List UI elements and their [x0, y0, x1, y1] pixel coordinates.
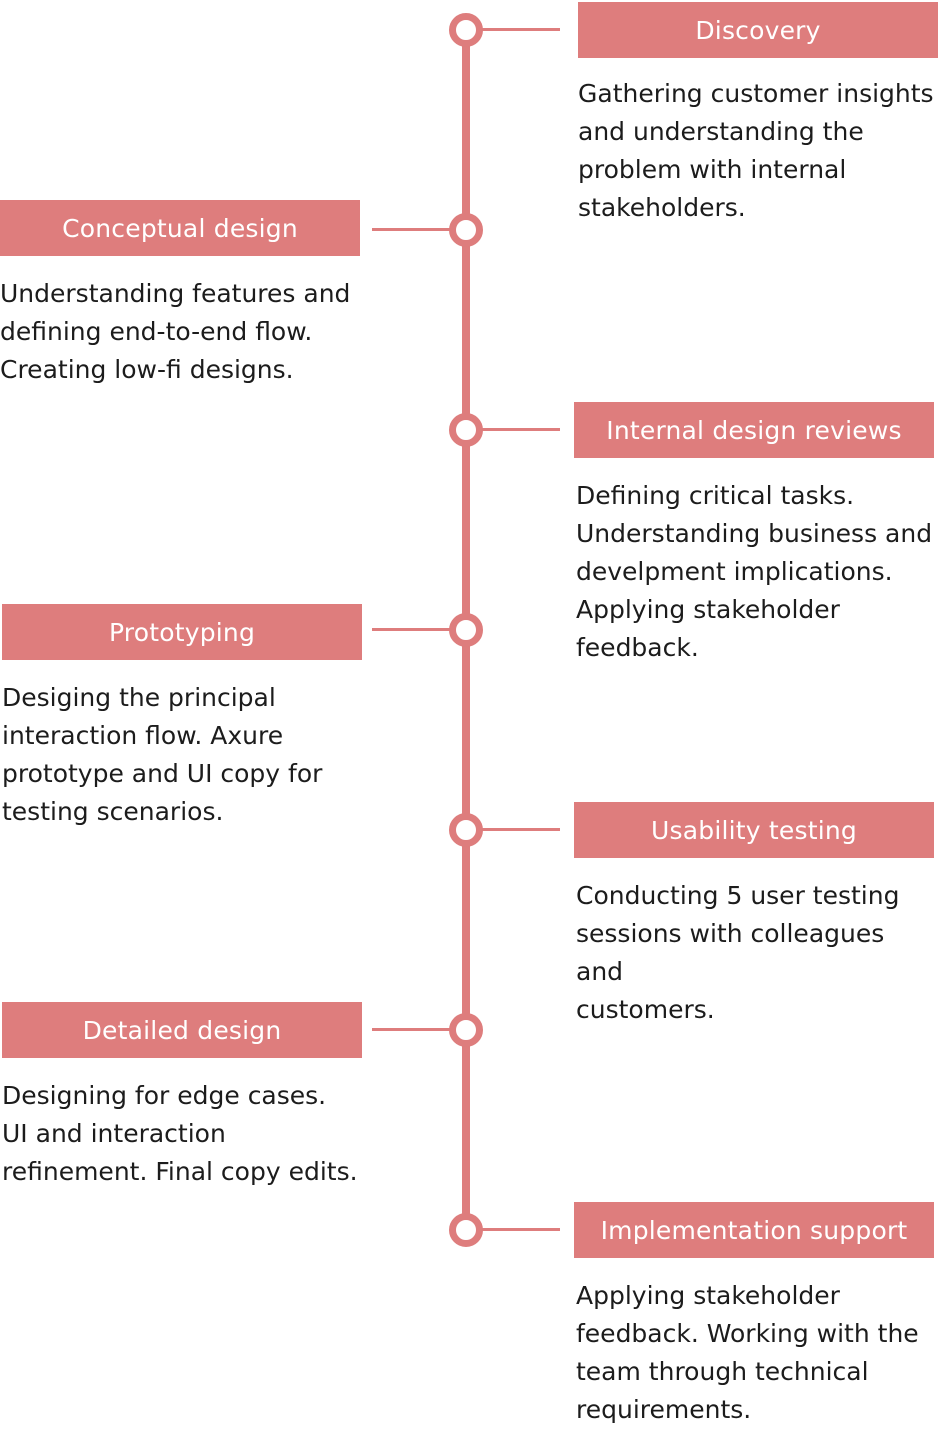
stage-title: Detailed design	[82, 1015, 282, 1045]
stage-title: Internal design reviews	[606, 415, 902, 445]
stage-header-prototyping: Prototyping	[2, 604, 362, 660]
connector-prototyping	[372, 628, 462, 631]
connector-internal-design-reviews	[480, 428, 560, 431]
connector-detailed-design	[372, 1028, 462, 1031]
stage-description-discovery: Gathering customer insights and understa…	[578, 79, 934, 222]
timeline-node-discovery	[449, 13, 483, 47]
stage-description-prototyping: Desiging the principal interaction flow.…	[2, 683, 323, 826]
timeline-node-implementation-support	[449, 1213, 483, 1247]
timeline-node-conceptual-design	[449, 213, 483, 247]
stage-header-conceptual-design: Conceptual design	[0, 200, 360, 256]
stage-header-detailed-design: Detailed design	[2, 1002, 362, 1058]
timeline-node-detailed-design	[449, 1013, 483, 1047]
stage-title: Usability testing	[651, 815, 857, 845]
stage-header-discovery: Discovery	[578, 2, 938, 58]
timeline-node-prototyping	[449, 613, 483, 647]
stage-header-internal-design-reviews: Internal design reviews	[574, 402, 934, 458]
connector-implementation-support	[480, 1228, 560, 1231]
timeline-node-usability-testing	[449, 813, 483, 847]
stage-description-conceptual-design: Understanding features and defining end-…	[0, 279, 351, 384]
stage-description-usability-testing: Conducting 5 user testing sessions with …	[576, 881, 900, 1024]
stage-description-detailed-design: Designing for edge cases. UI and interac…	[2, 1081, 358, 1186]
connector-usability-testing	[480, 828, 560, 831]
stage-title: Discovery	[695, 15, 821, 45]
stage-title: Prototyping	[108, 617, 256, 647]
connector-discovery	[480, 28, 560, 31]
timeline-node-internal-design-reviews	[449, 413, 483, 447]
stage-description-internal-design-reviews: Defining critical tasks. Understanding b…	[576, 481, 933, 662]
stage-header-usability-testing: Usability testing	[574, 802, 934, 858]
connector-conceptual-design	[372, 228, 462, 231]
stage-description-implementation-support: Applying stakeholder feedback. Working w…	[576, 1281, 919, 1424]
stage-title: Implementation support	[600, 1215, 908, 1245]
stage-title: Conceptual design	[62, 213, 298, 243]
stage-header-implementation-support: Implementation support	[574, 1202, 934, 1258]
